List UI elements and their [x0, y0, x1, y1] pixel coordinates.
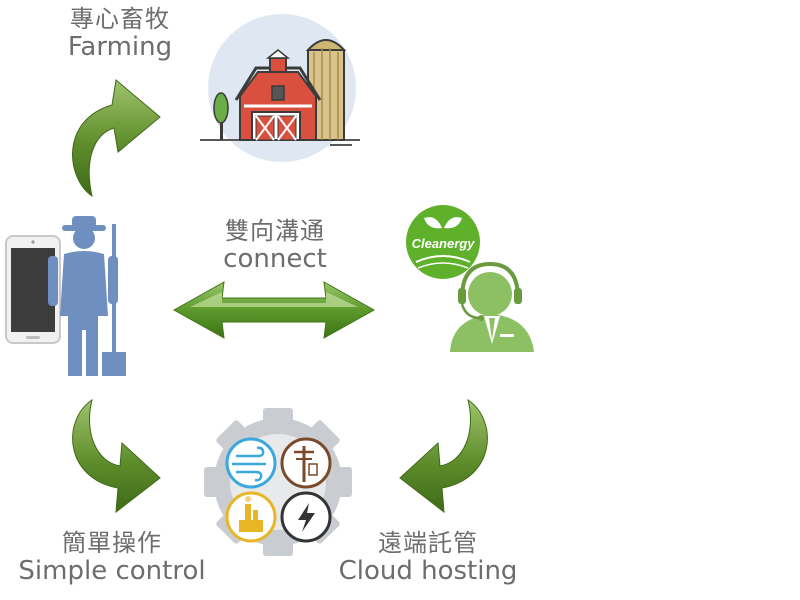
label-simple-zh: 簡單操作 [62, 529, 162, 557]
leaf-icon [424, 217, 462, 229]
label-connect-en: connect [223, 243, 327, 274]
lightning-icon [280, 491, 332, 543]
gear-illustration [204, 408, 352, 556]
label-farming: 專心畜牧 Farming [40, 6, 200, 62]
label-cloud-en: Cloud hosting [338, 555, 518, 586]
wind-icon [225, 437, 277, 489]
label-connect-zh: 雙向溝通 [225, 217, 325, 245]
badge-text: Cleanergy [412, 236, 476, 251]
double-arrow-highlight [190, 292, 358, 307]
label-simple-en: Simple control [18, 555, 206, 586]
curved-arrow-to-gear [72, 398, 161, 514]
cleanergy-badge: Cleanergy [406, 205, 480, 279]
label-connect: 雙向溝通 connect [195, 218, 355, 274]
power-pole-icon [280, 437, 332, 489]
curved-arrow-to-farming [72, 79, 161, 198]
double-arrow-connect [172, 281, 376, 339]
label-simple-control: 簡單操作 Simple control [8, 530, 216, 586]
label-farming-zh: 專心畜牧 [70, 5, 170, 33]
curved-arrow-to-gear-right [399, 398, 488, 514]
farmer-icon [48, 216, 126, 376]
label-cloud-hosting: 遠端託管 Cloud hosting [330, 530, 526, 586]
barn-illustration [200, 14, 360, 162]
label-cloud-zh: 遠端託管 [378, 529, 478, 557]
factory-icon [225, 491, 277, 543]
support-agent-icon [450, 261, 534, 352]
smartphone-icon [5, 235, 61, 344]
label-farming-en: Farming [67, 31, 173, 62]
